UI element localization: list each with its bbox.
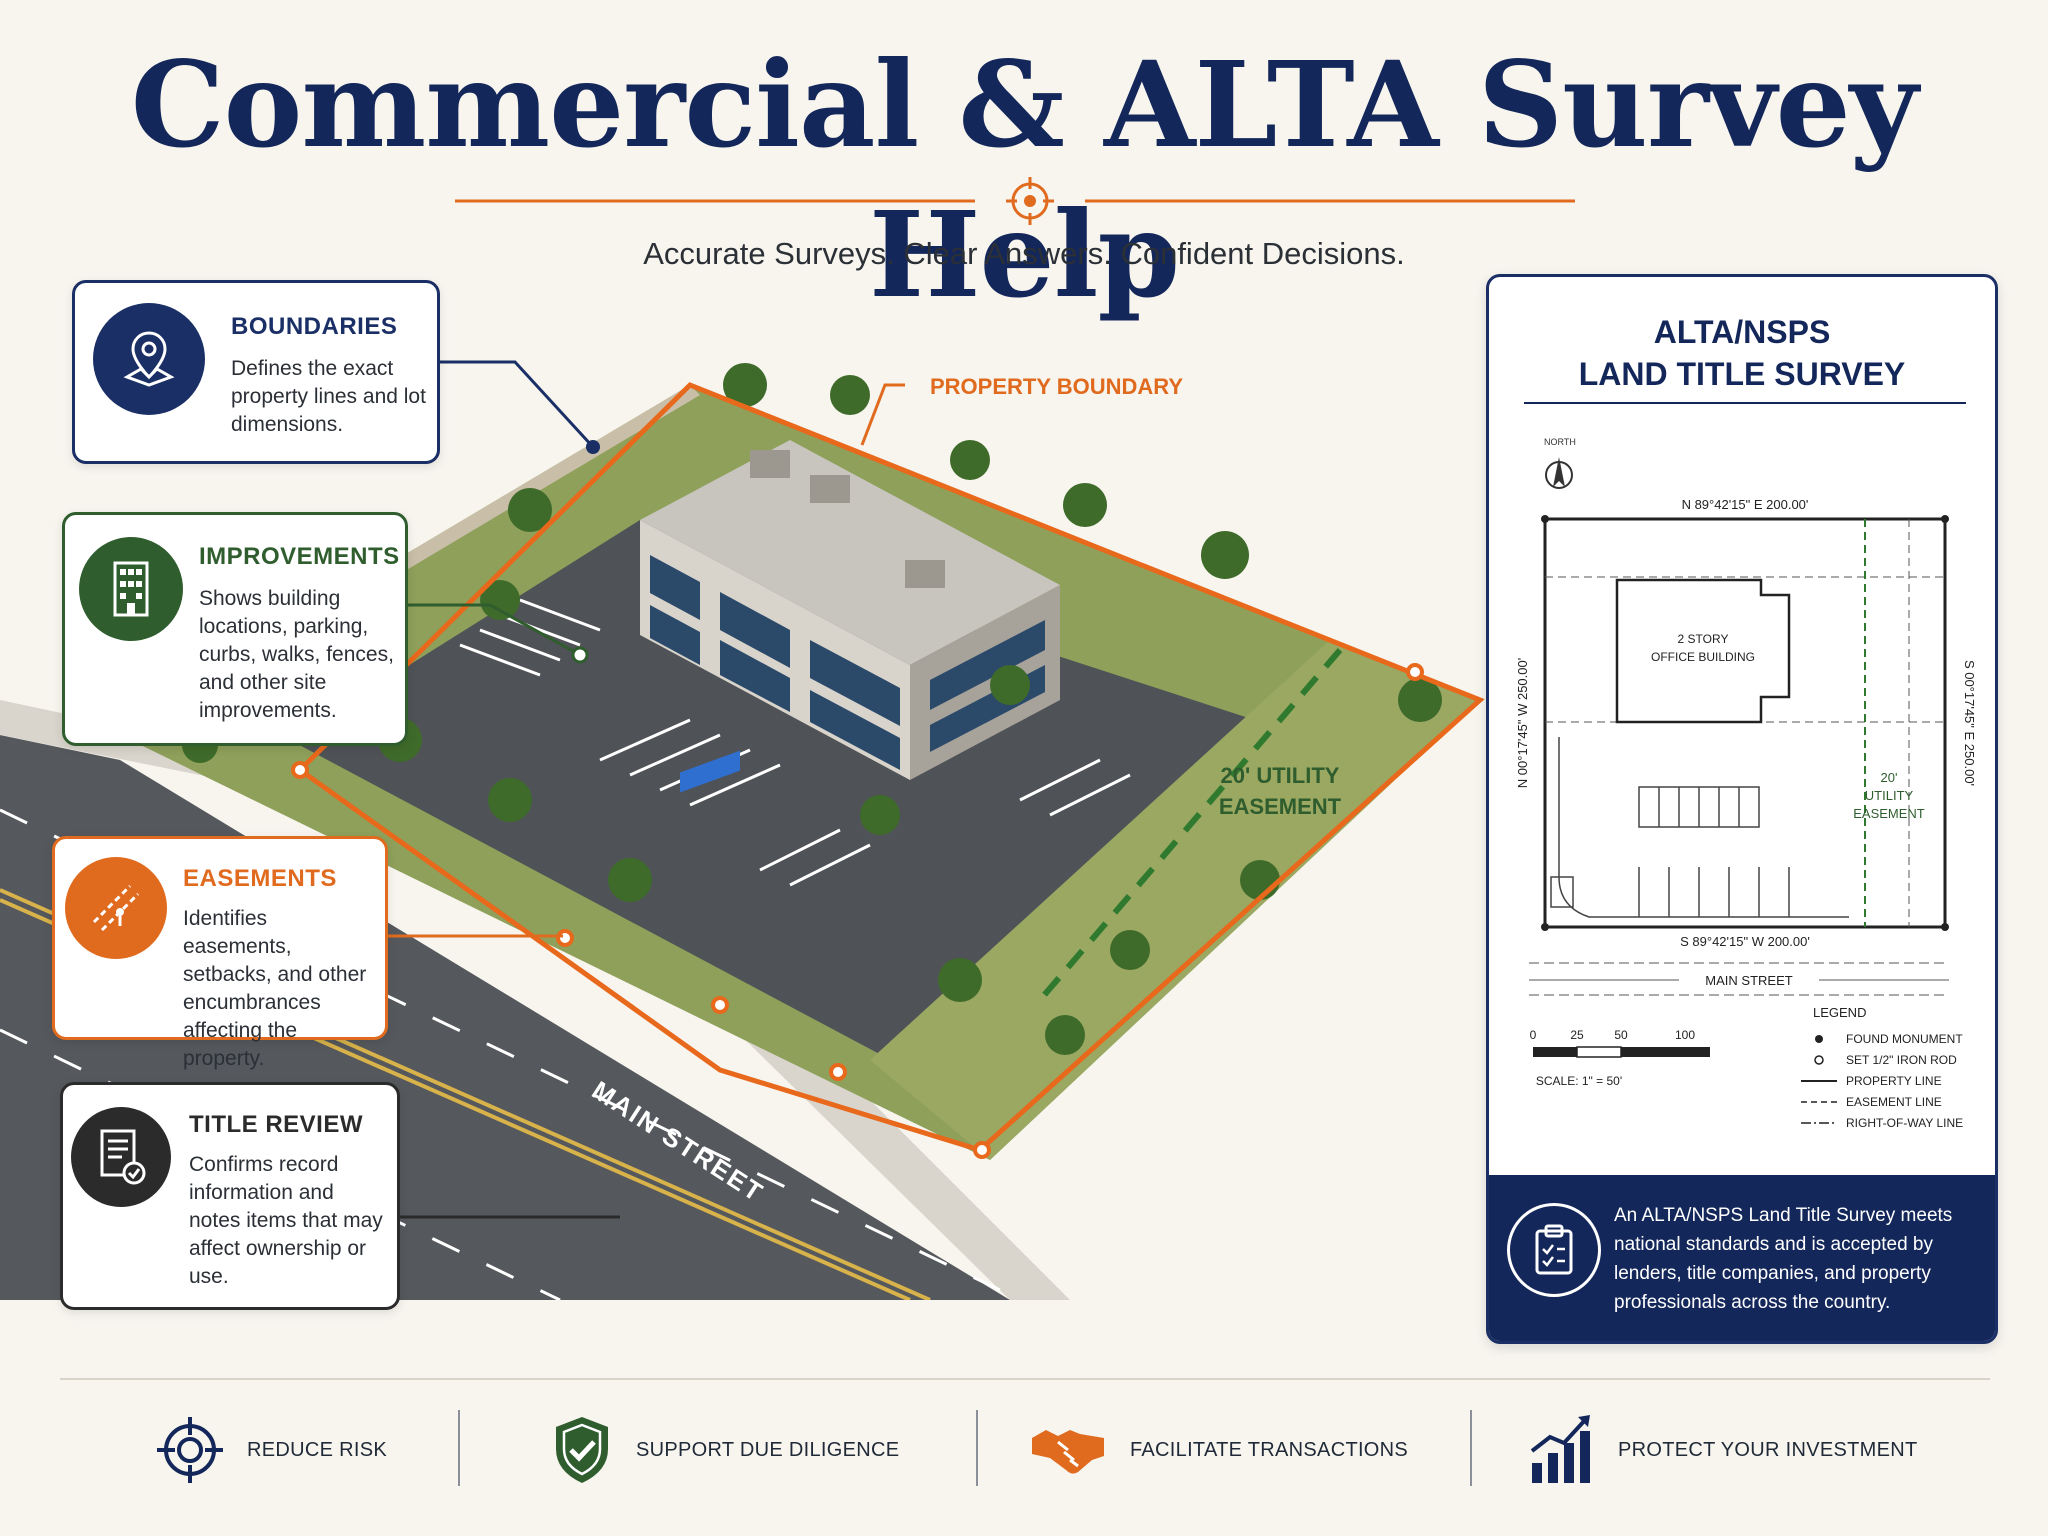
improvements-title: IMPROVEMENTS <box>199 543 400 570</box>
bearing-left: N 00°17'45" W 250.00' <box>1515 658 1530 788</box>
shield-check-icon <box>556 1417 608 1483</box>
handshake-icon <box>1032 1430 1104 1474</box>
bearing-top: N 89°42'15" E 200.00' <box>1682 497 1809 512</box>
panel-title-line2: LAND TITLE SURVEY <box>1578 356 1906 392</box>
benefit-separator <box>1470 1410 1472 1486</box>
easements-text: Identifies easements, setbacks, and othe… <box>183 907 367 1070</box>
scale-tick-50: 50 <box>1614 1028 1628 1042</box>
benefits-divider <box>60 1378 1990 1380</box>
legend-item: EASEMENT LINE <box>1846 1095 1942 1109</box>
improvements-text: Shows building locations, parking, curbs… <box>199 587 394 722</box>
clipboard-check-icon <box>1507 1203 1601 1297</box>
legend-item: PROPERTY LINE <box>1846 1074 1942 1088</box>
bearing-right: S 00°17'45" E 250.00' <box>1962 660 1977 786</box>
easement-label-line2: EASEMENT <box>1219 794 1342 819</box>
alta-survey-panel: ALTA/NSPS LAND TITLE SURVEY NORTH N 89°4… <box>1486 274 1998 1344</box>
boundaries-title: BOUNDARIES <box>231 313 398 340</box>
panel-title: ALTA/NSPS LAND TITLE SURVEY <box>1489 311 1995 395</box>
benefit-label: SUPPORT DUE DILIGENCE <box>636 1438 900 1461</box>
page-title: Commercial & ALTA Survey Help <box>130 35 1919 324</box>
scale-label: SCALE: 1" = 50' <box>1536 1074 1622 1088</box>
plat-easement-line2: UTILITY <box>1865 788 1914 803</box>
benefit-label: REDUCE RISK <box>247 1438 387 1461</box>
plat-street-label: MAIN STREET <box>1705 973 1792 988</box>
property-boundary-line <box>296 382 1485 1153</box>
benefit-separator <box>976 1410 978 1486</box>
benefit-protect-investment: PROTECT YOUR INVESTMENT <box>1526 1400 1918 1500</box>
boundaries-text: Defines the exact property lines and lot… <box>231 357 426 436</box>
easements-title: EASEMENTS <box>183 865 337 892</box>
growth-chart-icon <box>1530 1415 1590 1483</box>
document-check-icon <box>71 1107 171 1207</box>
benefit-separator <box>458 1410 460 1486</box>
title-review-title: TITLE REVIEW <box>189 1111 363 1138</box>
building-icon <box>79 537 183 641</box>
map-pin-icon <box>93 303 205 415</box>
parcel-outline <box>1543 517 1947 929</box>
improvements-card: IMPROVEMENTS Shows building locations, p… <box>62 512 408 746</box>
north-label: NORTH <box>1544 437 1576 447</box>
boundaries-card: BOUNDARIES Defines the exact property li… <box>72 280 440 464</box>
office-building-footprint <box>1615 578 1791 724</box>
easements-card: EASEMENTS Identifies easements, setbacks… <box>52 836 388 1070</box>
panel-title-line1: ALTA/NSPS <box>1653 314 1831 350</box>
legend-item: FOUND MONUMENT <box>1846 1032 1963 1046</box>
office-building <box>640 440 1060 780</box>
plat-easement-line1: 20' <box>1881 770 1898 785</box>
easement-line <box>1037 648 1343 1002</box>
crosshair-icon <box>1006 177 1054 225</box>
panel-footer: An ALTA/NSPS Land Title Survey meets nat… <box>1489 1175 1995 1341</box>
title-review-card: TITLE REVIEW Confirms record information… <box>60 1082 400 1310</box>
north-arrow-icon <box>1545 457 1573 489</box>
scale-bar <box>1533 1046 1710 1058</box>
panel-footer-text: An ALTA/NSPS Land Title Survey meets nat… <box>1614 1205 1953 1313</box>
scale-tick-100: 100 <box>1675 1028 1695 1042</box>
title-divider <box>455 177 1575 225</box>
scale-tick-25: 25 <box>1570 1028 1584 1042</box>
benefit-label: FACILITATE TRANSACTIONS <box>1130 1438 1409 1461</box>
benefit-due-diligence: SUPPORT DUE DILIGENCE <box>550 1400 899 1500</box>
scale-tick-0: 0 <box>1530 1028 1537 1042</box>
legend-item: RIGHT-OF-WAY LINE <box>1846 1116 1963 1130</box>
legend-title: LEGEND <box>1813 1005 1866 1020</box>
building-label-line1: 2 STORY <box>1678 632 1729 646</box>
benefit-reduce-risk: REDUCE RISK <box>155 1400 387 1500</box>
legend-item: SET 1/2" IRON ROD <box>1846 1053 1957 1067</box>
benefit-label: PROTECT YOUR INVESTMENT <box>1618 1438 1918 1461</box>
target-icon <box>157 1417 223 1483</box>
easement-icon <box>65 857 167 959</box>
survey-plat-drawing: NORTH N 89°42'15" E 200.00' 2 STORY OFFI… <box>1515 402 1977 1130</box>
title-review-text: Confirms record information and notes it… <box>189 1153 383 1288</box>
benefit-transactions: FACILITATE TRANSACTIONS <box>1028 1400 1408 1500</box>
page-subtitle: Accurate Surveys. Clear Answers. Confide… <box>643 236 1405 271</box>
easement-label-line1: 20' UTILITY <box>1221 763 1340 788</box>
bearing-bottom: S 89°42'15" W 200.00' <box>1680 934 1810 949</box>
plat-easement-line3: EASEMENT <box>1853 806 1925 821</box>
building-label-line2: OFFICE BUILDING <box>1651 650 1755 664</box>
property-boundary-label: PROPERTY BOUNDARY <box>930 374 1183 399</box>
